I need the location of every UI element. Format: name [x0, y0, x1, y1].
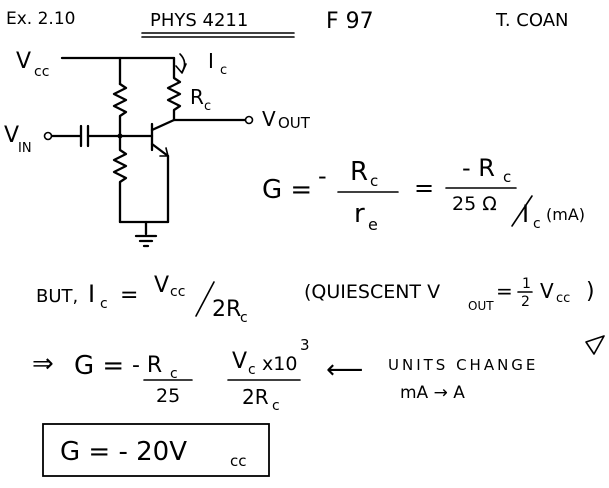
vcc-label-sub: cc: [34, 64, 49, 80]
units-note-tick-icon: [585, 335, 605, 355]
gain-num2: - R: [462, 154, 495, 182]
substituted-equation: ⇒ G = - R c 25 V c x10 3 2R c ⟵ UNITS CH…: [32, 335, 605, 414]
gain-eq2: =: [414, 174, 434, 202]
bias-resistor-top: [112, 82, 128, 138]
gain-lhs: G =: [262, 175, 312, 205]
but-eq2: =: [496, 279, 513, 303]
vin-terminal: [43, 131, 53, 141]
amplifier-circuit: V cc I c R c V OUT V IN: [4, 49, 311, 248]
gain-den2a: 25 Ω: [452, 193, 497, 215]
ic-label: I: [208, 49, 214, 73]
but-den: 2R: [212, 297, 241, 322]
boxed-result: G = - 20V cc: [42, 423, 270, 477]
but-vcc2-sub: cc: [556, 291, 570, 306]
vout-terminal: [244, 115, 254, 125]
gain-den2c: (mA): [546, 205, 585, 224]
gain-num2-sub: c: [503, 168, 511, 186]
but-eq: =: [120, 283, 138, 308]
ic-arrow-head: [175, 63, 187, 74]
but-quiescent: (QUIESCENT V: [304, 281, 440, 303]
implies-arrow: ⇒: [32, 349, 54, 379]
gain-den1-sub: e: [368, 215, 378, 234]
but-equation: BUT, I c = V cc 2R c (QUIESCENT V OUT = …: [36, 273, 595, 326]
term: F 97: [326, 9, 374, 34]
collector-resistor: [166, 56, 182, 122]
vin-label-sub: IN: [18, 141, 32, 156]
transistor-emitter: [150, 142, 170, 158]
gain-num1-sub: c: [370, 172, 378, 190]
bias-resistor-bottom: [112, 134, 128, 224]
second-num2: V: [232, 349, 247, 374]
vcc-label: V: [16, 49, 31, 74]
but-half-den: 2: [521, 294, 530, 310]
but-vcc2: V: [540, 279, 554, 303]
but-slash: [195, 281, 215, 317]
gain-slash: [511, 195, 533, 227]
result-box: [42, 423, 270, 477]
author: T. COAN: [495, 10, 569, 31]
units-arrow: ⟵: [326, 355, 363, 385]
gain-equation: G = - R c r e = - R c 25 Ω I c (mA): [262, 154, 585, 234]
ic-label-sub: c: [220, 63, 227, 78]
second-num1-sub: c: [170, 366, 178, 382]
vin-label: V: [4, 123, 19, 148]
but-ic-sub: c: [100, 296, 108, 312]
gain-den2b: I: [522, 200, 529, 228]
vout-label-sub: OUT: [278, 114, 311, 132]
second-den1: 25: [156, 385, 180, 407]
transistor-collector: [150, 118, 176, 132]
result-text: G = - 20V: [60, 437, 187, 467]
second-num2-tail: x10: [262, 353, 297, 375]
gain-minus: -: [318, 162, 327, 190]
second-den2-sub: c: [272, 398, 280, 414]
result-sub: cc: [230, 452, 247, 470]
but-vcc: V: [154, 273, 169, 298]
but-ic: I: [88, 280, 95, 308]
but-half-num: 1: [522, 276, 531, 292]
gain-den2b-sub: c: [533, 216, 541, 232]
units-note: UNITS CHANGE: [388, 356, 538, 374]
but-vcc-sub: cc: [170, 284, 185, 300]
gain-den1: r: [354, 199, 365, 229]
rc-label-sub: c: [204, 99, 211, 114]
but-vout-sub: OUT: [468, 299, 494, 313]
vout-label: V: [262, 107, 276, 131]
example-number: Ex. 2.10: [6, 9, 75, 29]
but-close: ): [586, 279, 595, 304]
second-num1: - R: [132, 353, 162, 378]
second-lhs: G =: [74, 351, 124, 381]
rc-label: R: [190, 85, 204, 109]
units-note2: mA → A: [400, 383, 465, 403]
second-den2: 2R: [242, 385, 269, 409]
but-word: BUT,: [36, 286, 78, 307]
second-num2-sub: c: [248, 362, 256, 378]
but-den-sub: c: [240, 310, 248, 326]
second-exp: 3: [300, 336, 310, 354]
gain-num1: R: [350, 157, 368, 187]
course-code: PHYS 4211: [150, 10, 248, 31]
